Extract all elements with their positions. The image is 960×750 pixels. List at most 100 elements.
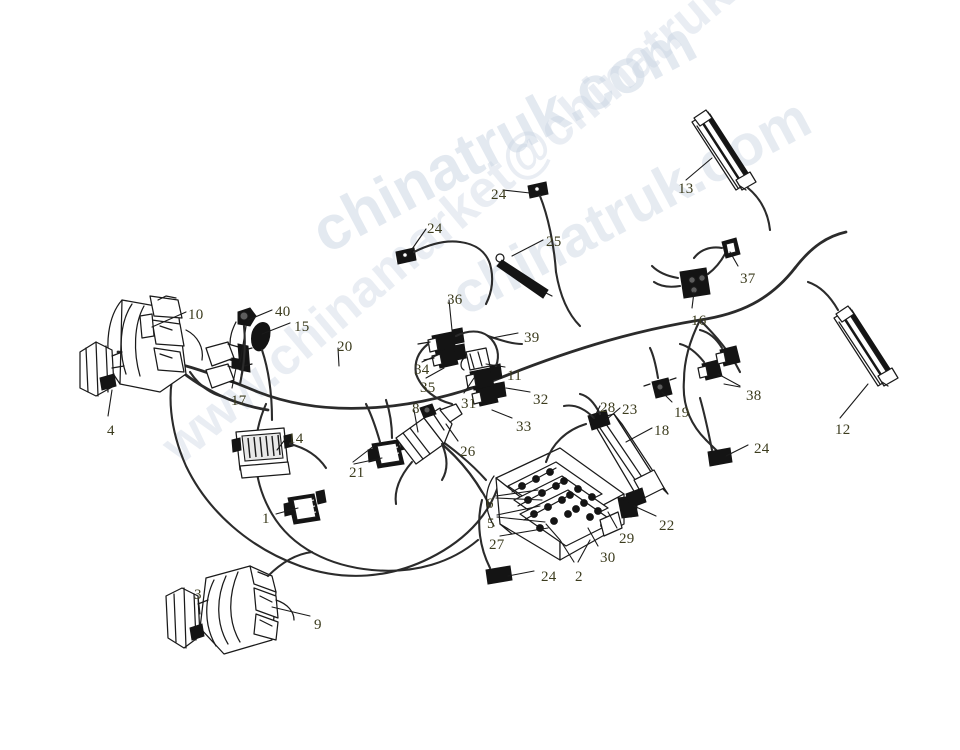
left-marker-lamp	[165, 587, 209, 649]
callout-33: 33	[516, 419, 532, 435]
callout-13: 13	[678, 181, 694, 197]
callout-31: 31	[461, 396, 477, 412]
callout-39: 39	[524, 330, 540, 346]
leader-line-5	[496, 505, 541, 516]
callout-14: 14	[288, 431, 304, 447]
callout-5: 5	[487, 516, 495, 532]
callout-30: 30	[600, 550, 616, 566]
connector-group-upper	[414, 327, 524, 407]
callout-24: 24	[541, 569, 557, 585]
ground-terminal-24-bottom	[478, 498, 513, 585]
electronic-control-unit	[544, 392, 669, 509]
leader-line-1	[275, 507, 299, 515]
callout-35: 35	[420, 380, 436, 396]
leader-line-36	[448, 299, 453, 331]
callout-24: 24	[427, 221, 443, 237]
leader-line-30	[587, 527, 599, 547]
grommet-clip-37	[692, 237, 741, 260]
leader-line-22	[633, 505, 657, 517]
leader-line-11	[485, 363, 506, 368]
callout-37: 37	[740, 271, 756, 287]
callout-25: 25	[546, 234, 562, 250]
leader-line-8	[413, 409, 419, 433]
leader-line-25	[511, 239, 544, 257]
left-headlamp-assembly	[199, 565, 295, 655]
callout-24: 24	[754, 441, 770, 457]
leader-line-26	[445, 423, 459, 442]
leader-line-4	[107, 389, 113, 417]
callout-34: 34	[414, 362, 430, 378]
wiring-branch-connector-16	[650, 250, 728, 299]
leader-line-14	[276, 436, 288, 451]
callout-17: 17	[231, 393, 247, 409]
leader-line-10	[151, 311, 187, 328]
callout-28: 28	[600, 400, 616, 416]
callout-1: 1	[262, 511, 270, 527]
leader-line-18	[625, 427, 653, 443]
leader-line-21	[353, 457, 383, 465]
leader-line-32	[505, 387, 531, 393]
leader-line-20	[337, 347, 340, 367]
small-terminal-block-19	[643, 346, 677, 399]
callout-4: 4	[107, 423, 115, 439]
leader-line-38	[717, 373, 741, 387]
leader-line-15	[261, 322, 291, 335]
callout-29: 29	[619, 531, 635, 547]
callout-38: 38	[746, 388, 762, 404]
callout-40: 40	[275, 304, 291, 320]
leader-line-31	[463, 377, 475, 394]
ground-bolt-stud-25	[495, 253, 553, 299]
callout-16: 16	[691, 313, 707, 329]
led-light-bar-upper-right	[691, 109, 772, 232]
leader-line-12	[839, 383, 869, 419]
leader-line-3	[197, 595, 201, 615]
leader-line-2	[577, 539, 591, 563]
callout-6: 6	[486, 496, 494, 512]
leader-line-37	[729, 251, 739, 267]
paired-inline-connectors-38	[678, 328, 741, 381]
leader-line-21	[352, 444, 376, 463]
leader-line-27	[499, 527, 549, 537]
leader-line-layer	[107, 157, 869, 617]
callout-36: 36	[447, 292, 463, 308]
headlamp-lead	[188, 370, 222, 398]
callout-19: 19	[674, 405, 690, 421]
callout-32: 32	[533, 392, 549, 408]
leader-line-6	[495, 489, 539, 497]
callout-3: 3	[194, 587, 202, 603]
leader-line-24	[507, 570, 535, 577]
leader-line-24	[409, 228, 427, 253]
leader-line-39	[491, 332, 519, 339]
dual-horn-assembly	[205, 341, 253, 389]
callout-10: 10	[188, 307, 204, 323]
headlamp-feed	[266, 550, 314, 578]
callout-23: 23	[622, 402, 638, 418]
horn-lead	[238, 324, 246, 386]
flasher-relay-module	[231, 427, 328, 479]
leader-line-13	[685, 157, 713, 181]
leader-line-2	[545, 523, 575, 563]
leader-line-17	[231, 367, 237, 389]
leader-line-16	[691, 291, 695, 309]
ground-terminal-24-top	[527, 181, 582, 328]
leader-line-28	[593, 405, 601, 419]
multi-pin-connector-1	[283, 489, 327, 525]
ground-terminal-24-right	[698, 396, 733, 467]
callout-26: 26	[460, 444, 476, 460]
leader-line-35	[425, 367, 445, 379]
callout-20: 20	[337, 339, 353, 355]
callout-11: 11	[507, 368, 523, 384]
leader-line-40	[247, 309, 273, 321]
led-light-bar-lower-right	[806, 280, 899, 387]
callout-22: 22	[659, 518, 675, 534]
horn-relay-cap	[251, 322, 274, 422]
leader-line-5	[496, 516, 546, 523]
callout-24: 24	[491, 187, 507, 203]
ground-terminal-24-left	[395, 240, 494, 306]
leader-line-23	[605, 407, 621, 421]
leader-line-6	[495, 497, 543, 501]
callout-12: 12	[835, 422, 851, 438]
horn-bracket-bolt	[229, 307, 257, 363]
